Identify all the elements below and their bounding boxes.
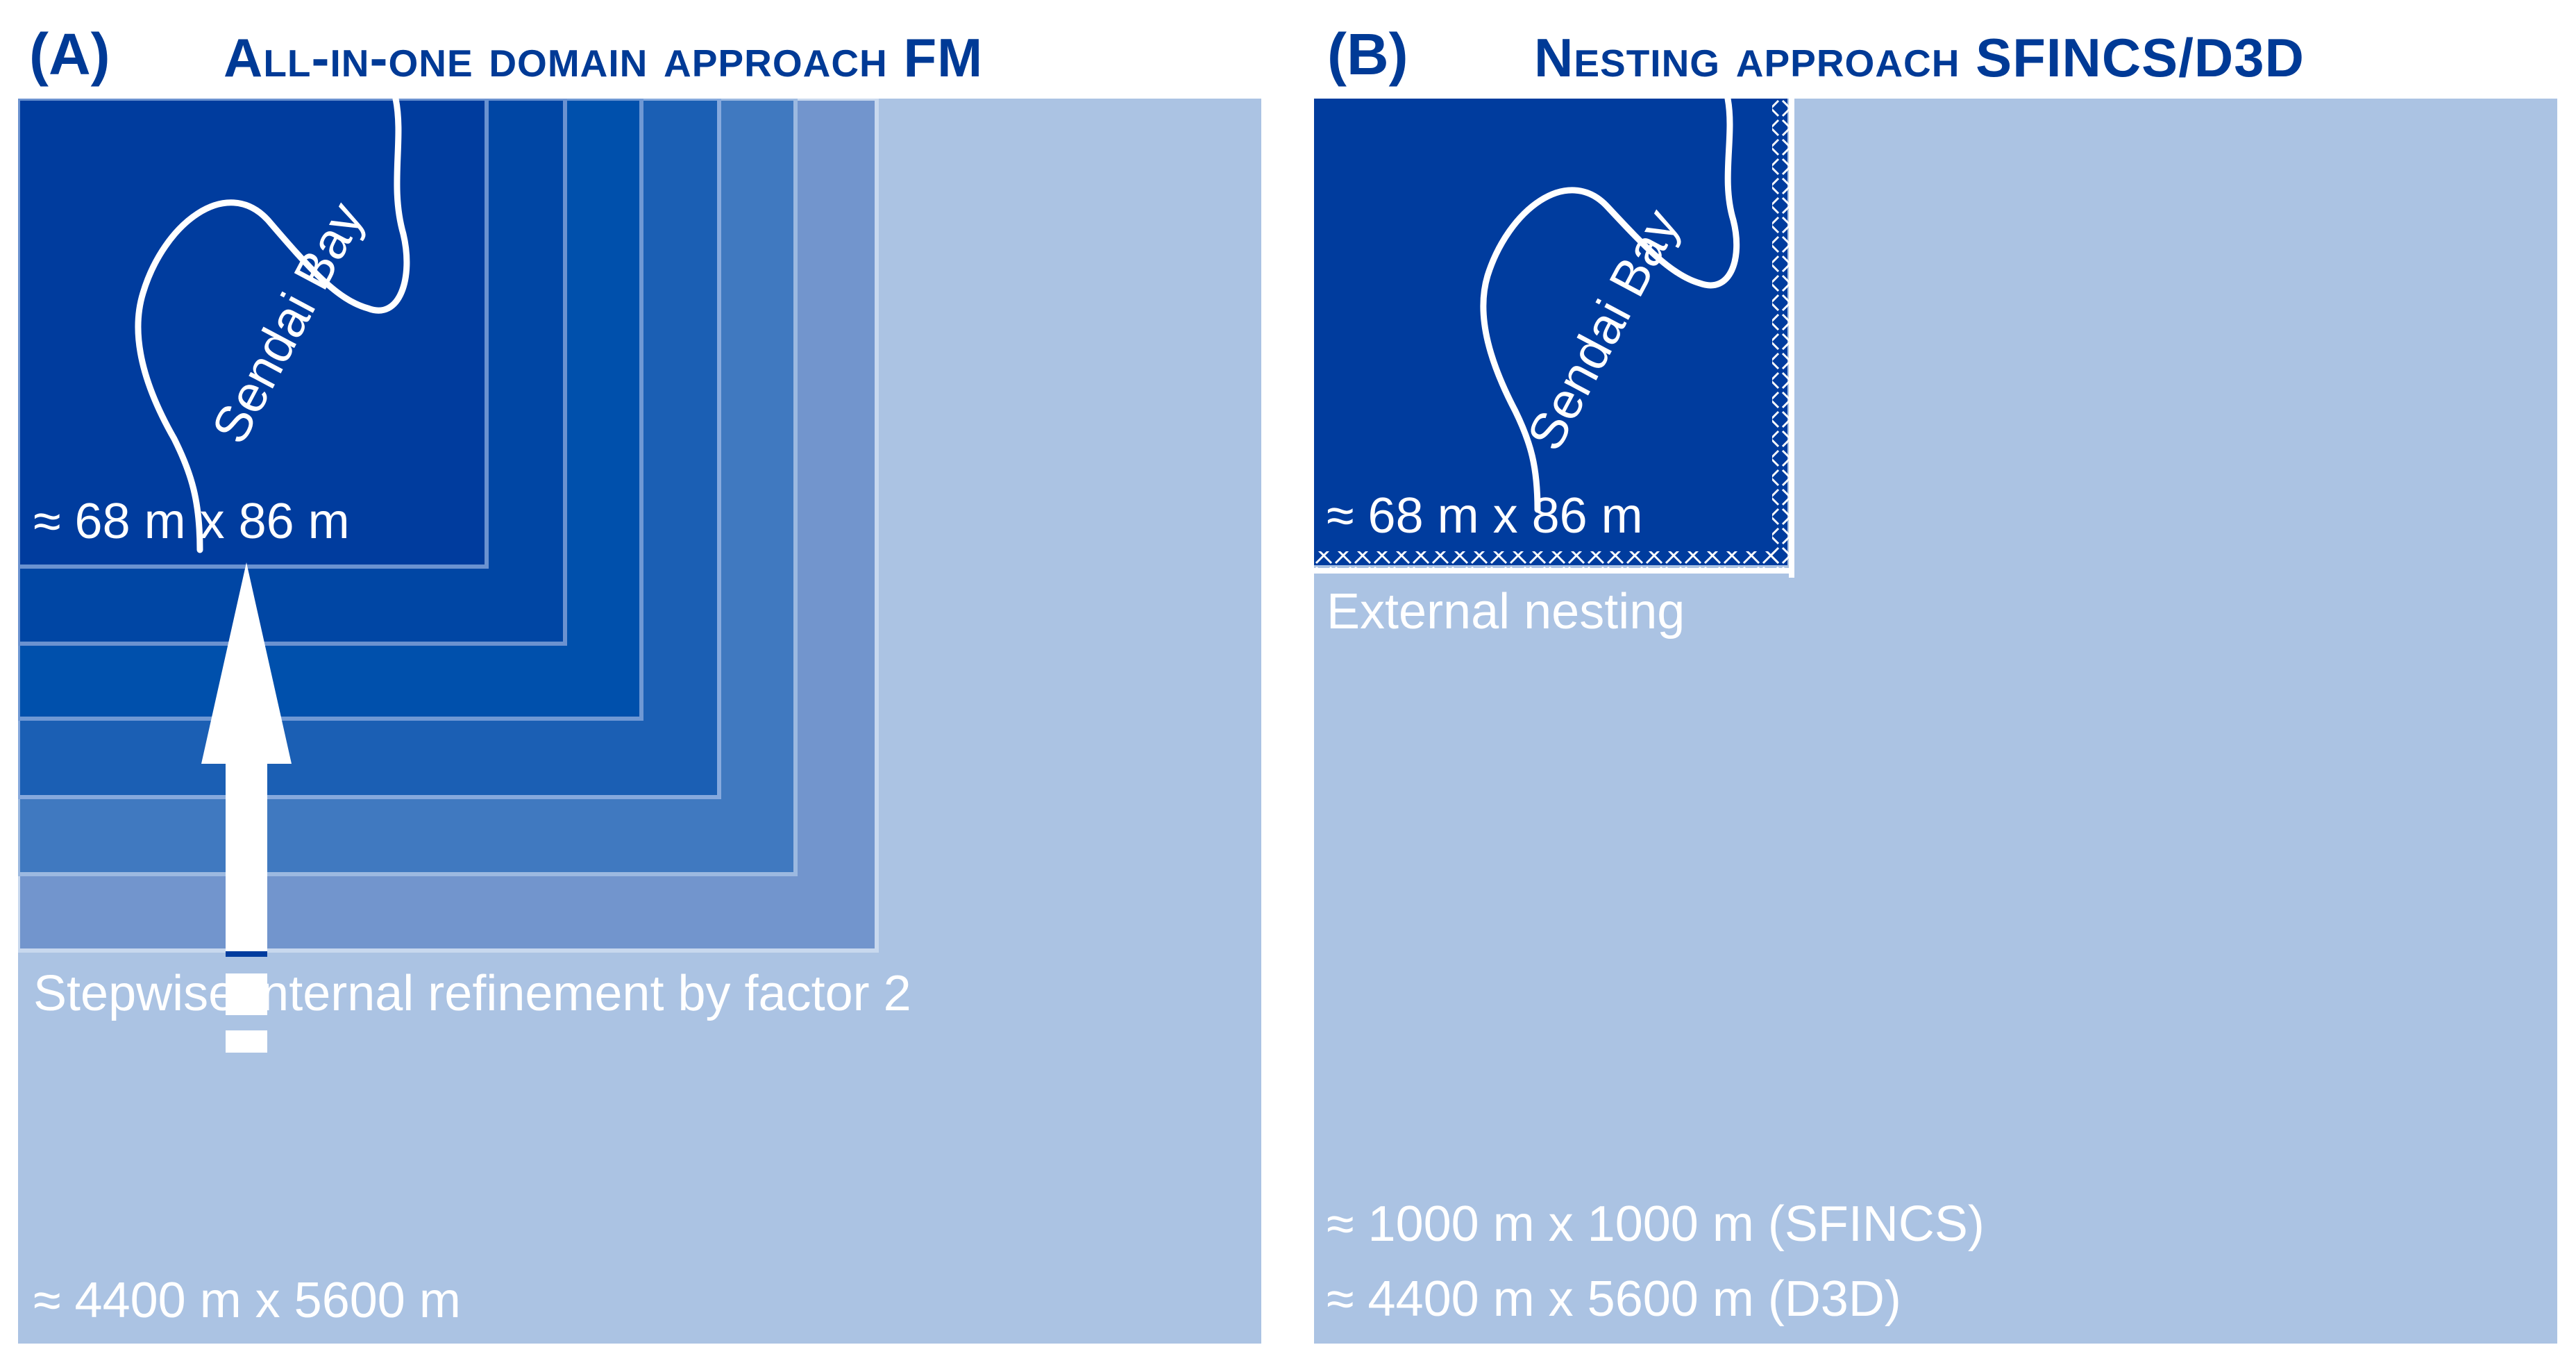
- refinement-arrow-head-icon: [201, 562, 292, 764]
- panel-a-coarse-resolution: ≈ 4400 m x 5600 m: [33, 1273, 461, 1328]
- panel-b-letter: (B): [1327, 22, 1408, 87]
- panel-a-graphic: [18, 99, 1261, 1344]
- refinement-level-6: [18, 99, 489, 569]
- nesting-cells-vertical: [1772, 99, 1792, 571]
- nesting-cells-horizontal: [1314, 551, 1779, 571]
- refinement-arrow-dash-3: [226, 1030, 267, 1053]
- panel-a-map: Sendai Bay ≈ 68 m x 86 m Stepwise intern…: [18, 99, 1261, 1344]
- refinement-arrow-shaft: [226, 762, 267, 955]
- nested-fine-domain: [1314, 99, 1787, 565]
- panel-b-fine-resolution: ≈ 68 m x 86 m: [1327, 488, 1643, 544]
- panel-a-letter: (A): [29, 22, 110, 87]
- panel-b-coarse-resolution-sfincs: ≈ 1000 m x 1000 m (SFINCS): [1327, 1196, 1985, 1252]
- coastline: [135, 99, 410, 553]
- panel-b-title: Nesting approach SFINCS/D3D: [1534, 27, 2305, 88]
- panel-a-title: All-in-one domain approach FM: [224, 27, 984, 88]
- panel-b-graphic: [1314, 99, 2557, 1344]
- panel-b-map: Sendai Bay ≈ 68 m x 86 m External nestin…: [1314, 99, 2557, 1344]
- coastline: [1480, 99, 1740, 513]
- refinement-arrow-dash-2: [226, 973, 267, 1015]
- panel-a-fine-resolution: ≈ 68 m x 86 m: [33, 494, 350, 549]
- refinement-arrow-dash-1: [226, 951, 267, 957]
- panel-a-refinement-note: Stepwise internal refinement by factor 2: [33, 966, 911, 1021]
- panel-b-coarse-resolution-d3d: ≈ 4400 m x 5600 m (D3D): [1327, 1271, 1901, 1327]
- panel-b-nesting-note: External nesting: [1327, 584, 1685, 639]
